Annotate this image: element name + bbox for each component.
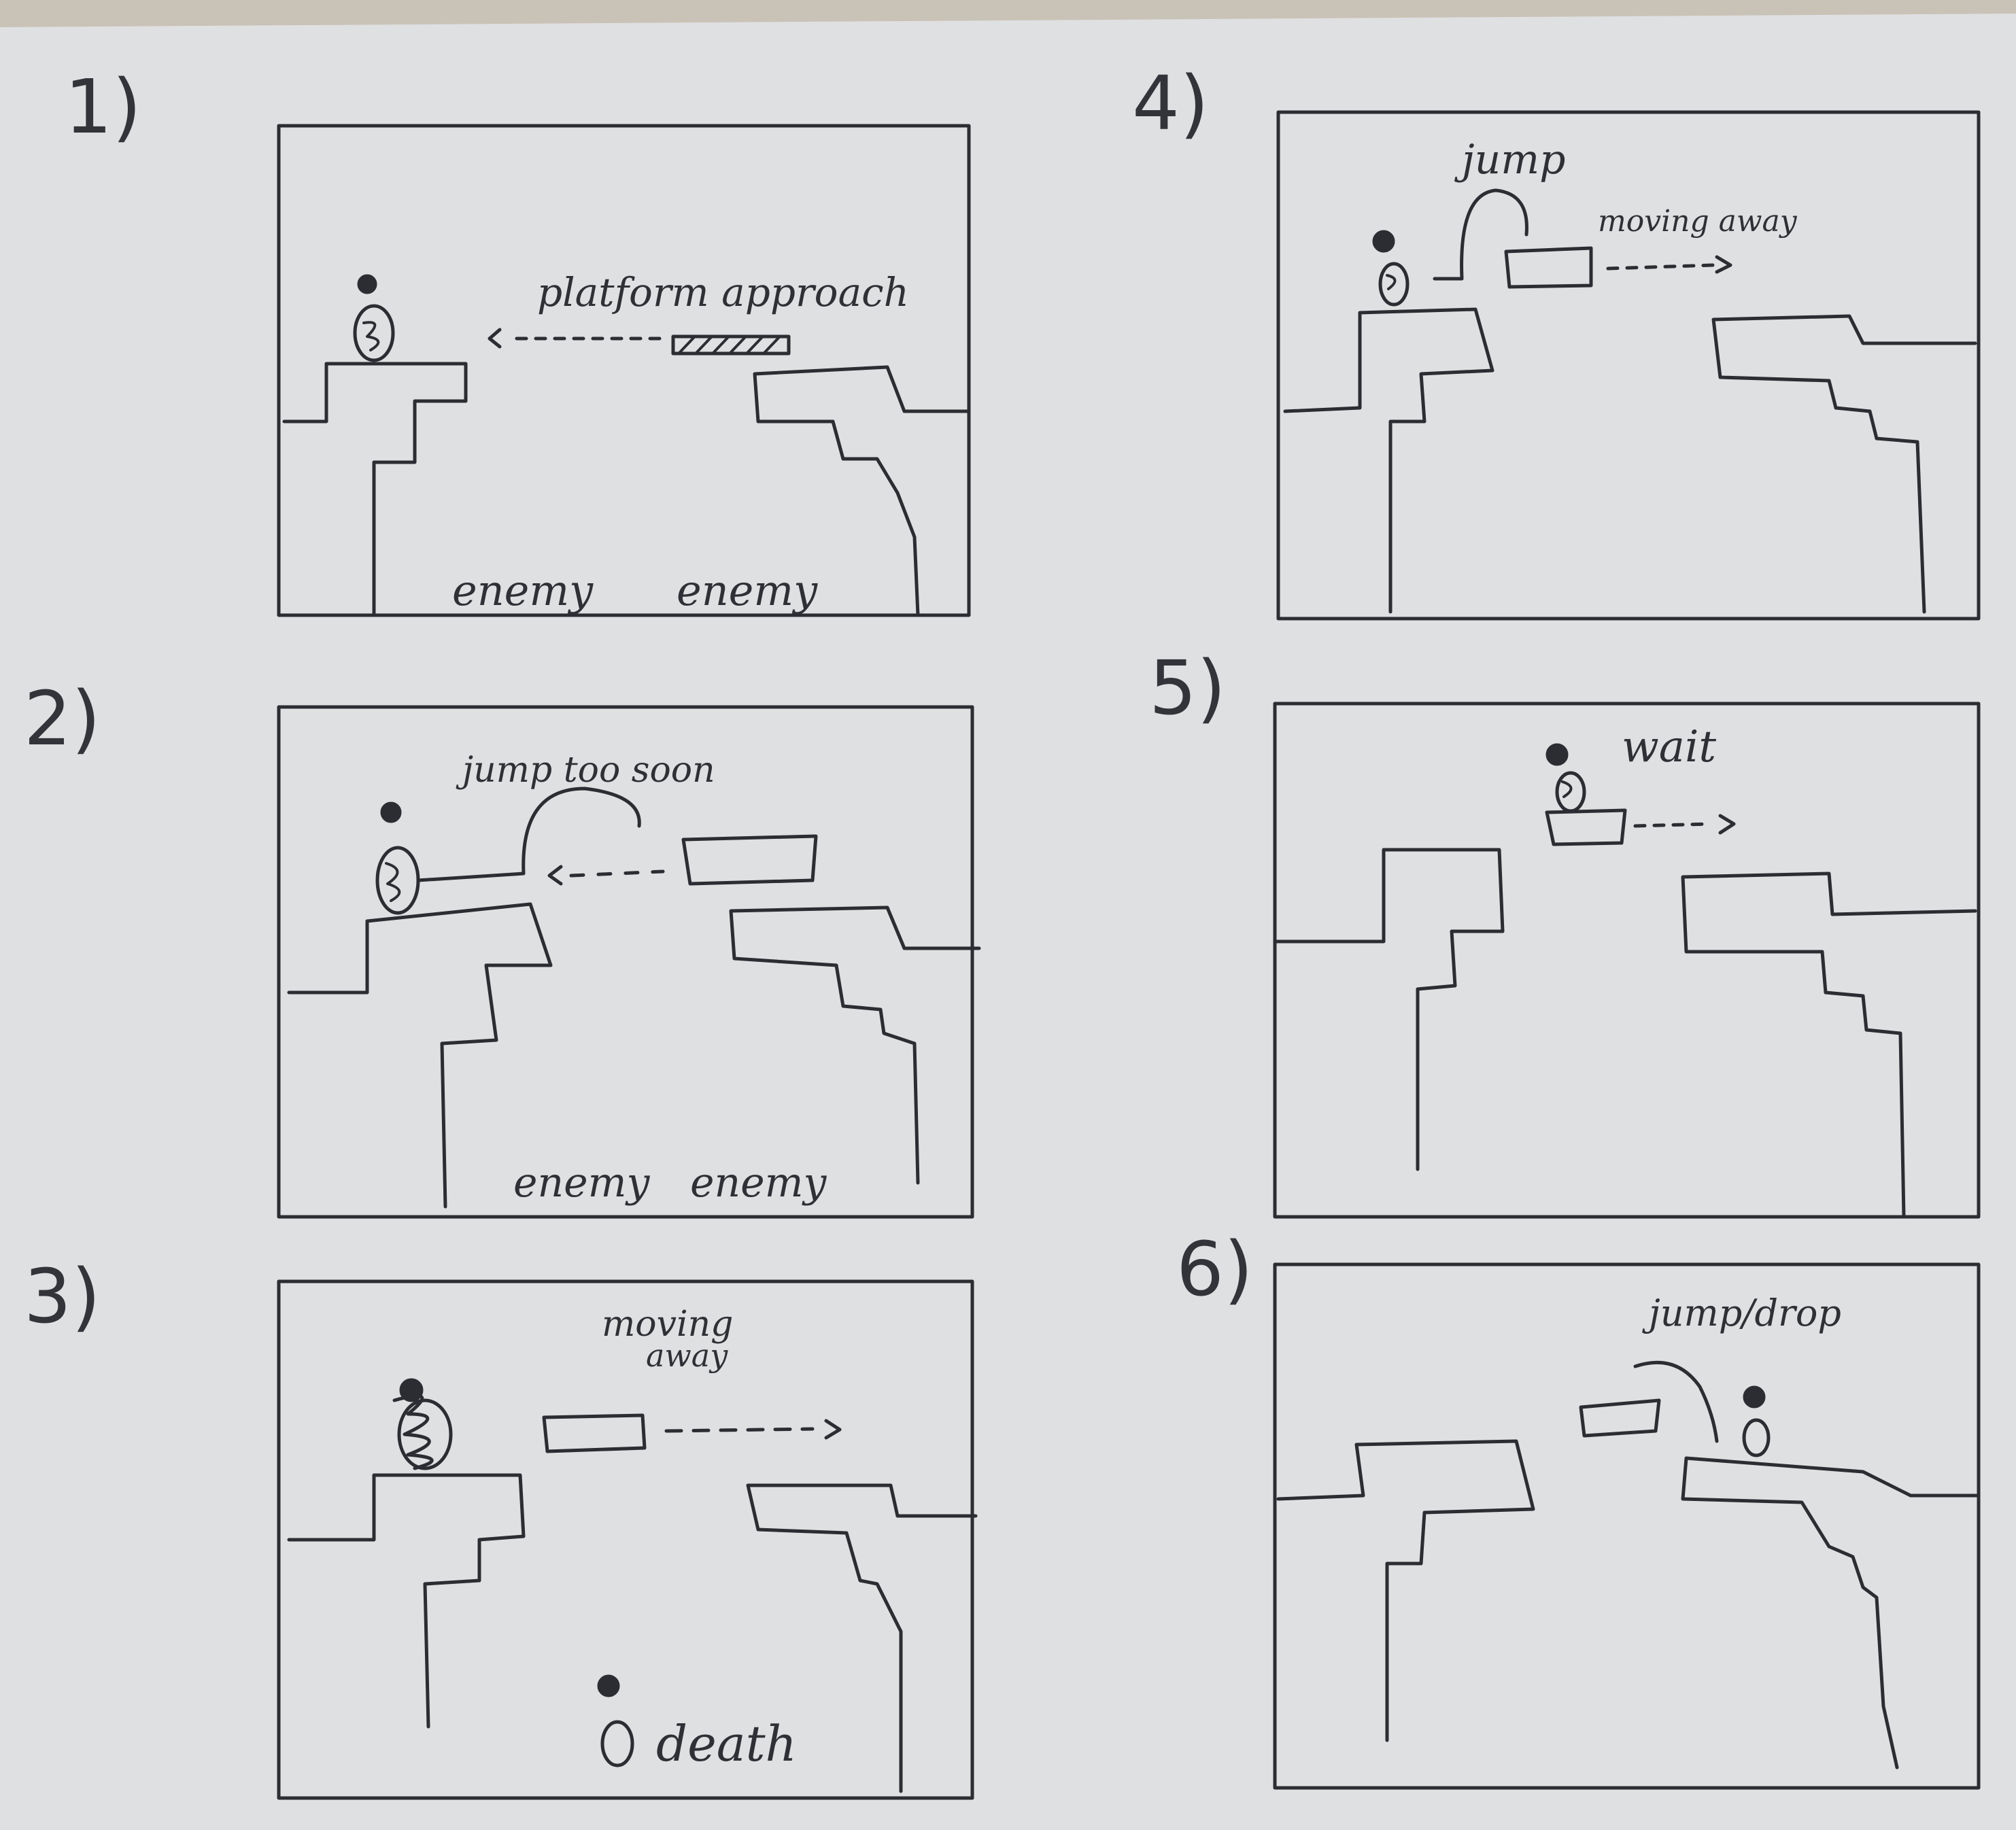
label-enemy-left: enemy — [513, 1159, 651, 1207]
player-head — [1374, 232, 1393, 251]
player-head — [1548, 745, 1567, 764]
label-wait: wait — [1622, 722, 1716, 772]
player-head — [1745, 1387, 1764, 1406]
label-away: away — [646, 1337, 728, 1374]
panel-number: 2) — [24, 675, 101, 762]
panel-number: 6) — [1176, 1226, 1253, 1313]
player-head — [382, 804, 400, 821]
label-jump-too-soon: jump too soon — [456, 750, 715, 791]
label-enemy-left: enemy — [452, 566, 594, 615]
player-head — [359, 276, 375, 292]
panel-number: 5) — [1149, 644, 1226, 731]
fallen-player-head — [599, 1676, 618, 1695]
label-enemy-right: enemy — [677, 566, 818, 615]
label-moving-away: moving away — [1598, 204, 1798, 239]
paper — [0, 14, 2016, 1830]
label-jump: jump — [1454, 136, 1566, 184]
label-enemy-right: enemy — [690, 1159, 827, 1207]
label-death: death — [656, 1715, 797, 1772]
panel-number: 4) — [1132, 60, 1209, 147]
panel-number: 3) — [24, 1253, 101, 1340]
label-jump-drop: jump/drop — [1642, 1292, 1841, 1334]
label-platform-approach: platform approach — [537, 269, 909, 315]
panel-number: 1) — [65, 63, 141, 150]
